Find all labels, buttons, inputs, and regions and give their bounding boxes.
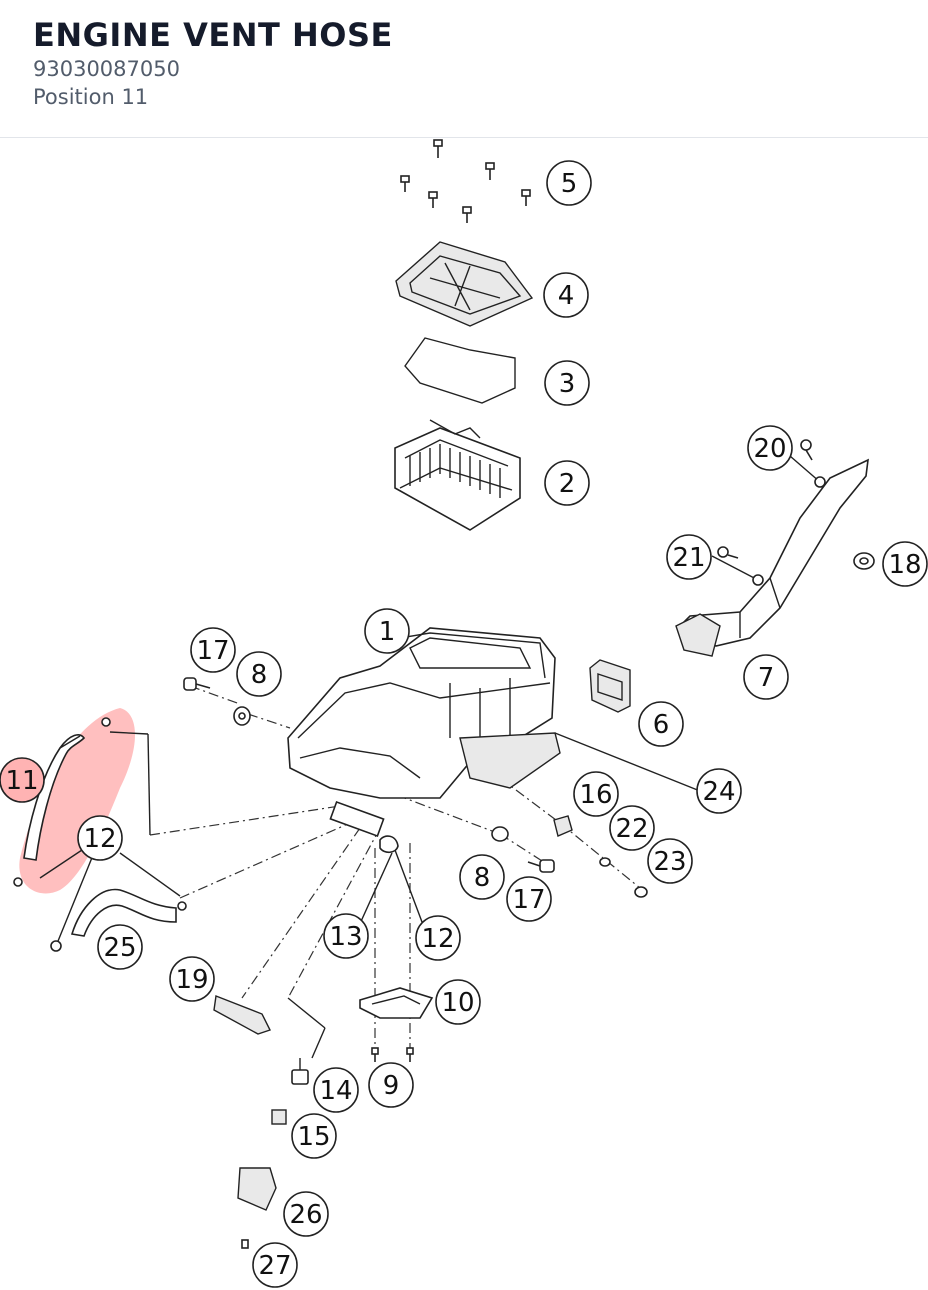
air-filter-2 <box>394 419 521 531</box>
svg-text:16: 16 <box>579 780 612 810</box>
svg-text:25: 25 <box>103 933 136 963</box>
svg-text:7: 7 <box>758 663 775 693</box>
header: ENGINE VENT HOSE 93030087050 Position 11 <box>0 0 928 138</box>
svg-text:18: 18 <box>888 550 921 580</box>
svg-text:4: 4 <box>558 281 575 311</box>
svg-text:24: 24 <box>702 777 735 807</box>
callout-26: 26 <box>283 1191 329 1237</box>
svg-text:17: 17 <box>512 885 545 915</box>
svg-text:5: 5 <box>561 169 578 199</box>
part-13 <box>329 800 399 854</box>
page-title: ENGINE VENT HOSE <box>33 16 393 54</box>
small-parts-20-21-18 <box>717 439 875 570</box>
callout-12-left: 12 <box>77 815 123 861</box>
callout-21: 21 <box>666 534 712 580</box>
callout-3: 3 <box>544 360 590 406</box>
callout-4: 4 <box>543 272 589 318</box>
svg-text:21: 21 <box>672 543 705 573</box>
callout-12-right: 12 <box>415 915 461 961</box>
air-box-1 <box>287 627 561 799</box>
callout-16: 16 <box>573 771 619 817</box>
hose-25 <box>50 888 187 952</box>
exploded-parts-diagram: 5 4 3 2 20 21 18 7 1 17 8 6 24 16 22 23 … <box>0 139 928 1288</box>
svg-text:15: 15 <box>297 1122 330 1152</box>
svg-text:8: 8 <box>474 863 491 893</box>
rubber-boot-6 <box>589 659 631 713</box>
svg-text:17: 17 <box>196 636 229 666</box>
svg-text:19: 19 <box>175 965 208 995</box>
part-27 <box>241 1239 249 1249</box>
callout-24: 24 <box>696 768 742 814</box>
screws-9 <box>371 1047 414 1062</box>
callout-25: 25 <box>97 924 143 970</box>
svg-text:27: 27 <box>258 1251 291 1281</box>
callout-18: 18 <box>882 541 928 587</box>
callout-5: 5 <box>546 160 592 206</box>
gasket-3 <box>404 337 516 404</box>
callout-8-right: 8 <box>459 854 505 900</box>
svg-text:14: 14 <box>319 1076 352 1106</box>
svg-text:26: 26 <box>289 1200 322 1230</box>
callout-20: 20 <box>747 425 793 471</box>
callout-6: 6 <box>638 701 684 747</box>
callout-22: 22 <box>609 805 655 851</box>
svg-text:3: 3 <box>559 369 576 399</box>
screw-set-5 <box>400 139 531 223</box>
air-filter-cover-4 <box>395 241 534 327</box>
callout-19: 19 <box>169 956 215 1002</box>
svg-text:12: 12 <box>83 824 116 854</box>
svg-text:11: 11 <box>5 766 38 796</box>
svg-text:23: 23 <box>653 847 686 877</box>
svg-text:12: 12 <box>421 924 454 954</box>
callout-13: 13 <box>323 913 369 959</box>
fasteners-16-22-23 <box>553 815 648 898</box>
svg-text:10: 10 <box>441 988 474 1018</box>
part-15 <box>271 1109 287 1125</box>
callout-9: 9 <box>368 1062 414 1108</box>
svg-text:8: 8 <box>251 660 268 690</box>
sensor-19 <box>213 995 271 1035</box>
callout-2: 2 <box>544 460 590 506</box>
callout-1: 1 <box>364 608 410 654</box>
position-label: Position 11 <box>33 85 149 109</box>
callout-11: 11 <box>0 757 45 803</box>
callout-14: 14 <box>313 1067 359 1113</box>
callout-10: 10 <box>435 979 481 1025</box>
part-26 <box>237 1167 277 1211</box>
svg-text:1: 1 <box>379 617 396 647</box>
svg-text:6: 6 <box>653 710 670 740</box>
callout-27: 27 <box>252 1242 298 1288</box>
svg-text:20: 20 <box>753 434 786 464</box>
callout-7: 7 <box>743 654 789 700</box>
part-number: 93030087050 <box>33 57 180 81</box>
bracket-10 <box>359 987 434 1019</box>
callout-17: 17 <box>190 627 236 673</box>
bolt-17-washer-8-right <box>491 826 555 873</box>
callout-23: 23 <box>647 838 693 884</box>
leader-lines <box>39 455 821 1059</box>
svg-text:13: 13 <box>329 922 362 952</box>
callout-17-right: 17 <box>506 876 552 922</box>
callout-8: 8 <box>236 651 282 697</box>
callout-15: 15 <box>291 1113 337 1159</box>
svg-text:22: 22 <box>615 814 648 844</box>
part-14 <box>291 1058 309 1085</box>
svg-text:2: 2 <box>559 469 576 499</box>
intake-duct-7 <box>675 458 869 657</box>
bolt-17-washer-8-left <box>183 677 251 726</box>
svg-text:9: 9 <box>383 1071 400 1101</box>
